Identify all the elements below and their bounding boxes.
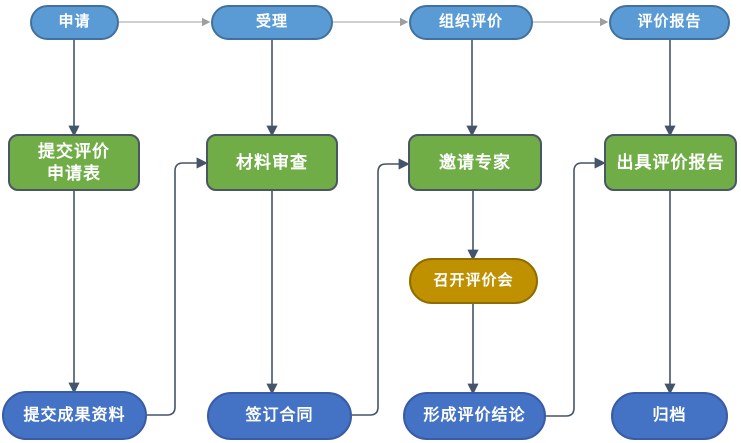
node-issue-label: 出具评价报告 (616, 152, 725, 172)
node-invite: 邀请专家 (408, 134, 542, 191)
edge-contract-to-invite-arrow (352, 158, 410, 416)
node-report: 评价报告 (609, 5, 730, 40)
node-review-label: 材料审查 (236, 152, 308, 172)
node-meeting-label: 召开评价会 (433, 271, 514, 289)
node-apply: 申请 (30, 5, 119, 40)
node-archive-label: 归档 (652, 407, 687, 424)
node-organize: 组织评价 (409, 5, 533, 40)
node-invite-label: 邀请专家 (439, 152, 511, 172)
edge-submit-materials-to-review-arrow (147, 157, 208, 416)
node-submit-materials-label: 提交成果资料 (23, 406, 126, 424)
node-conclusion: 形成评价结论 (403, 392, 546, 440)
edge-conclusion-to-issue-arrow (546, 157, 606, 417)
node-submit-form-label: 提交评价 申请表 (38, 142, 110, 183)
node-organize-label: 组织评价 (438, 13, 503, 31)
node-meeting: 召开评价会 (409, 258, 538, 304)
node-apply-label: 申请 (58, 13, 91, 31)
node-submit-form: 提交评价 申请表 (8, 134, 140, 191)
node-review: 材料审查 (206, 134, 338, 191)
node-report-label: 评价报告 (637, 13, 702, 31)
node-archive: 归档 (611, 392, 728, 440)
node-contract: 签订合同 (207, 392, 352, 440)
node-contract-label: 签订合同 (245, 407, 314, 424)
node-submit-materials: 提交成果资料 (2, 391, 147, 440)
node-accept: 受理 (211, 5, 333, 40)
node-conclusion-label: 形成评价结论 (423, 407, 526, 424)
node-issue: 出具评价报告 (604, 134, 737, 191)
node-accept-label: 受理 (255, 13, 288, 31)
